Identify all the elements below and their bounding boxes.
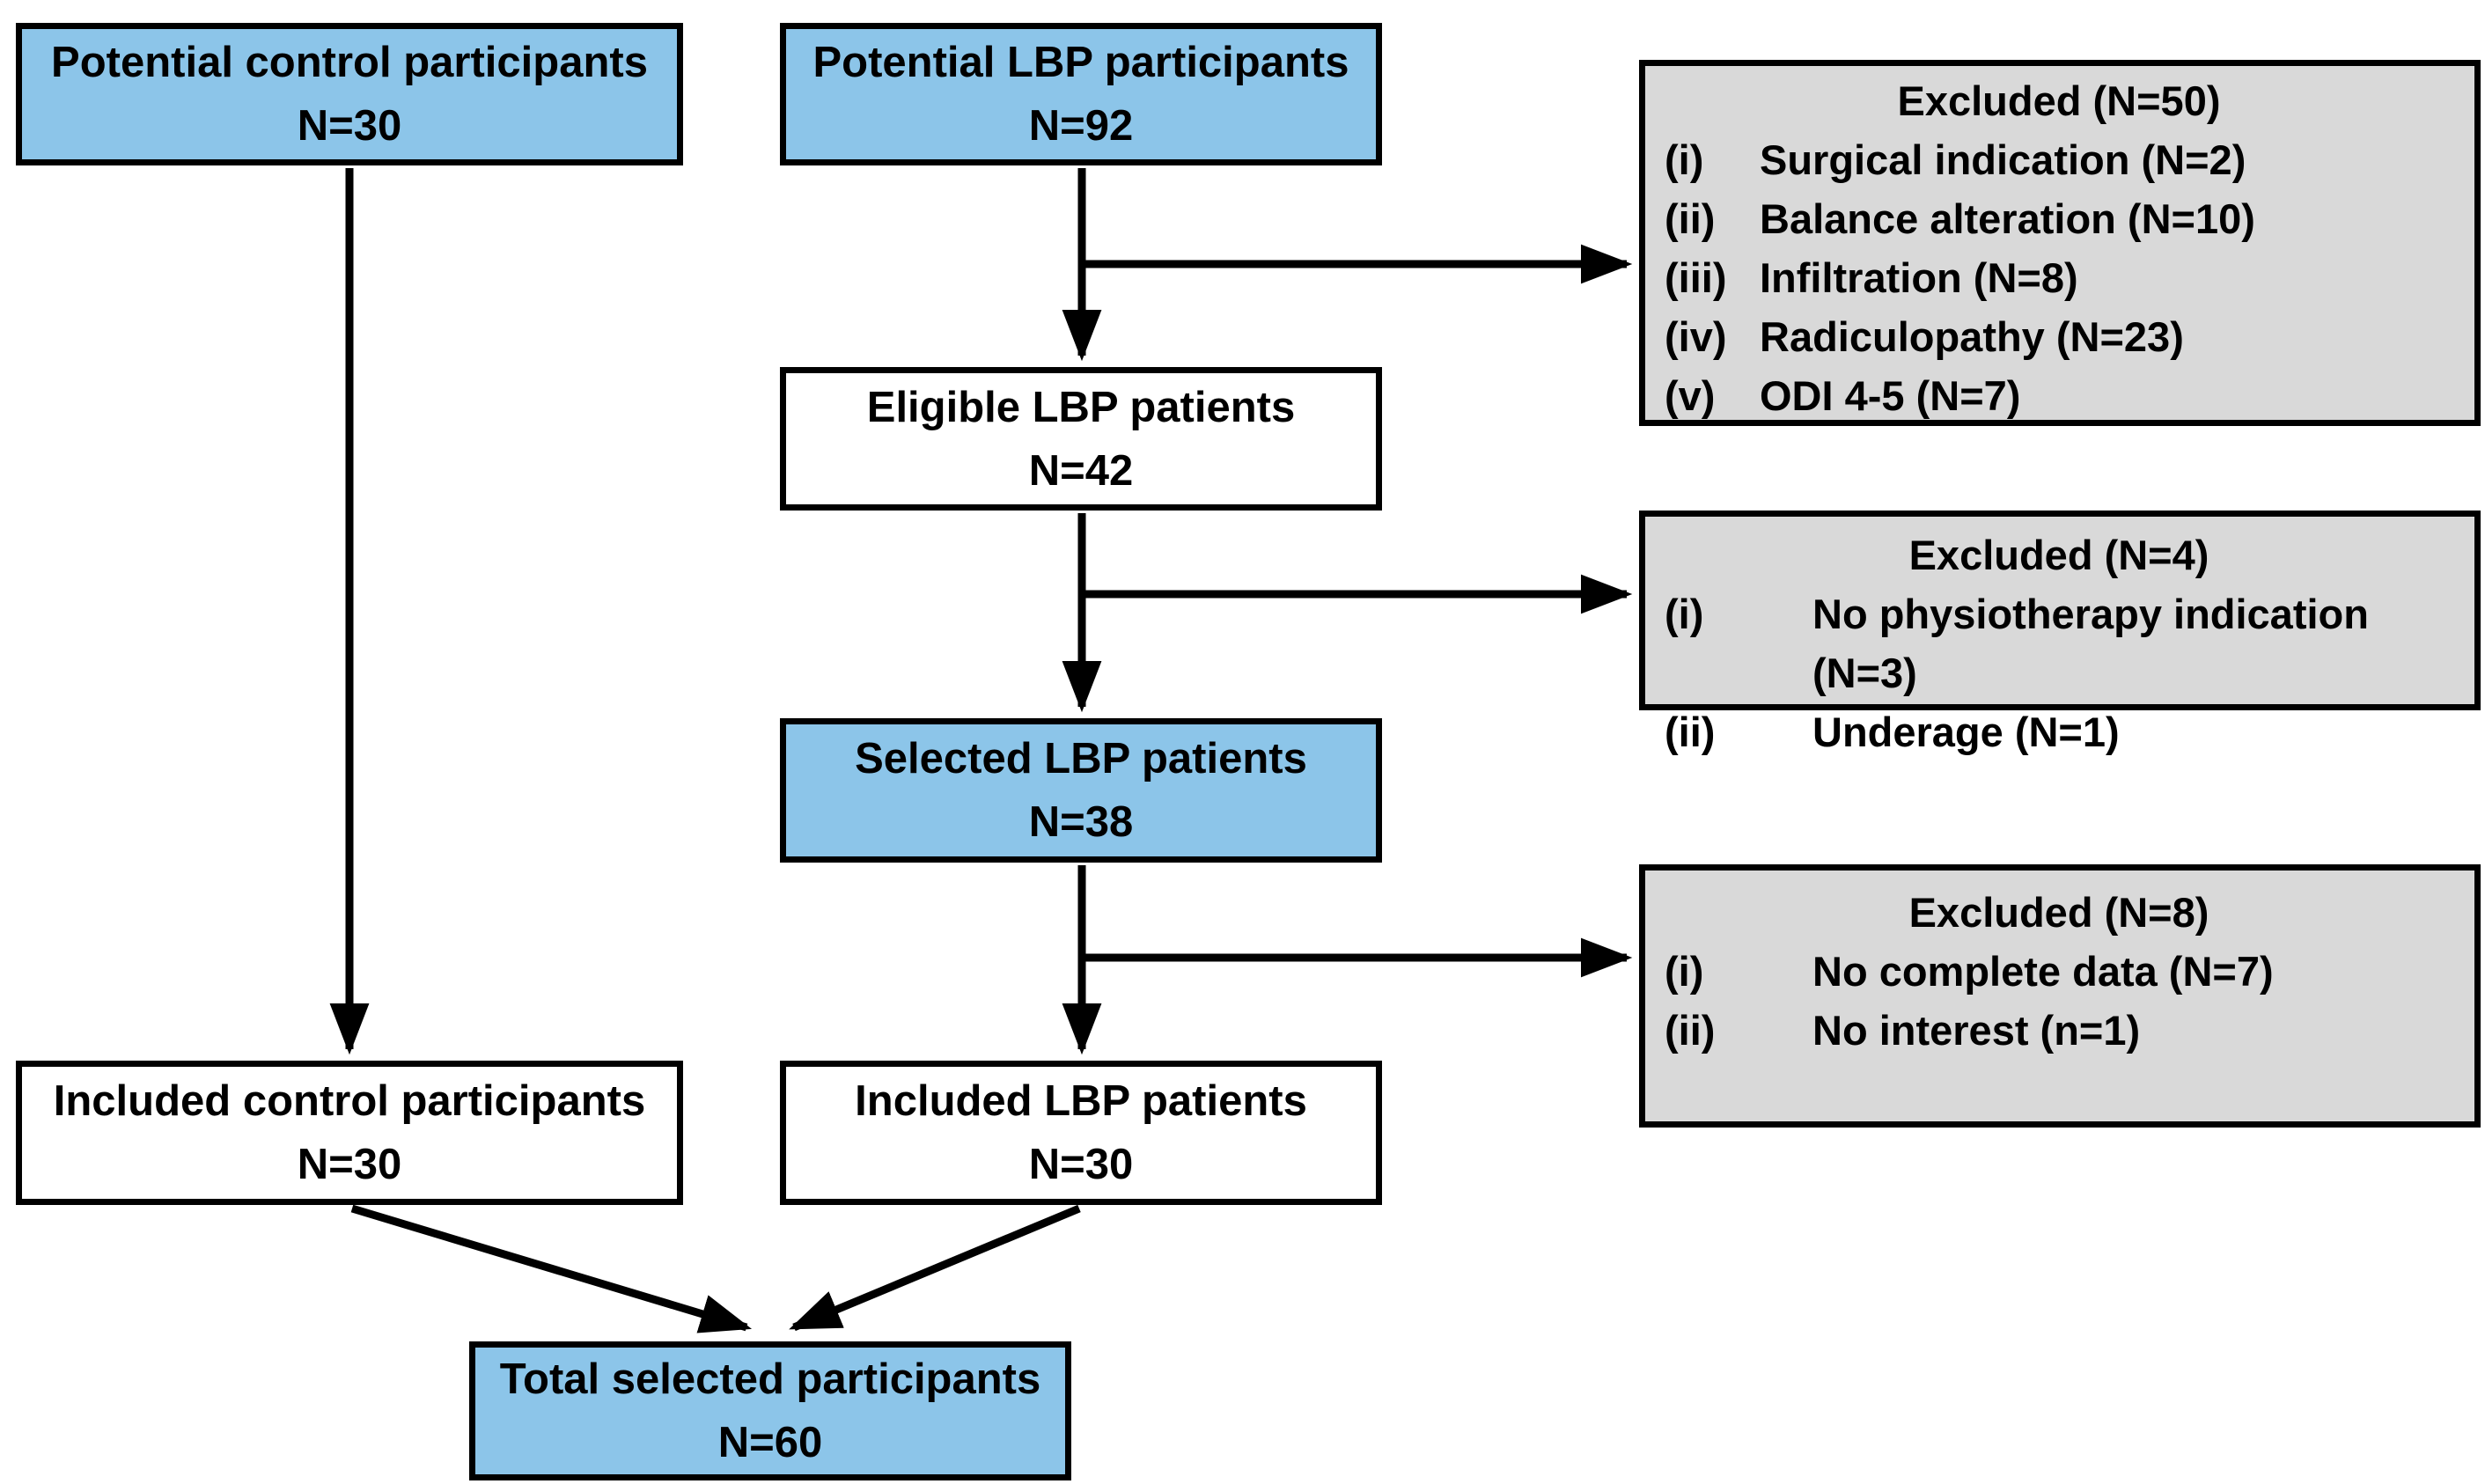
excluded-item: (ii) Underage (N=1) <box>1665 702 2453 761</box>
box-selected-lbp-patients: Selected LBP patients N=38 <box>780 718 1382 863</box>
box-label: Total selected participants <box>499 1355 1041 1403</box>
item-index: (ii) <box>1665 1007 1716 1054</box>
item-index: (v) <box>1665 372 1716 419</box>
excluded-item: (i) Surgical indication (N=2) <box>1665 130 2453 189</box>
box-label: Potential LBP participants <box>812 39 1349 86</box>
item-text: Infiltration (N=8) <box>1760 254 2078 301</box>
box-label: Selected LBP patients <box>855 735 1307 782</box>
excluded-item: (iii) Infiltration (N=8) <box>1665 248 2453 307</box>
arrow-lbp-to-total <box>789 1204 1081 1332</box>
item-text: ODI 4-5 (N=7) <box>1760 372 2021 419</box>
item-index: (iii) <box>1665 254 1727 301</box>
excluded-item: (i) No complete data (N=7) <box>1665 942 2453 1001</box>
box-included-lbp-patients: Included LBP patients N=30 <box>780 1061 1382 1205</box>
box-potential-lbp-participants: Potential LBP participants N=92 <box>780 23 1382 165</box>
excluded-item: (ii) Balance alteration (N=10) <box>1665 189 2453 248</box>
item-text: Balance alteration (N=10) <box>1760 195 2255 242</box>
arrow-control-to-total <box>350 1204 753 1333</box>
item-text: No interest (n=1) <box>1812 1007 2141 1054</box>
excluded-item: (i) No physiotherapy indication (N=3) <box>1665 584 2453 702</box>
item-index: (ii) <box>1665 195 1716 242</box>
item-index: (i) <box>1665 948 1704 995</box>
excluded-item: (iv) Radiculopathy (N=23) <box>1665 307 2453 366</box>
box-label: Potential control participants <box>51 39 648 86</box>
box-count: N=92 <box>1028 102 1134 150</box>
box-total-selected-participants: Total selected participants N=60 <box>469 1341 1071 1480</box>
item-index: (iv) <box>1665 313 1727 360</box>
excluded-title: Excluded (N=50) <box>1897 77 2221 124</box>
excluded-item: (v) ODI 4-5 (N=7) <box>1665 366 2453 425</box>
box-count: N=30 <box>297 102 402 150</box>
box-count: N=30 <box>1028 1141 1134 1188</box>
box-label: Included LBP patients <box>855 1077 1307 1125</box>
box-label: Included control participants <box>53 1077 646 1125</box>
box-potential-control-participants: Potential control participants N=30 <box>16 23 683 165</box>
item-text: Underage (N=1) <box>1812 709 2120 755</box>
box-excluded-first: Excluded (N=50) (i) Surgical indication (… <box>1639 60 2481 426</box>
box-count: N=60 <box>717 1419 823 1466</box>
excluded-item: (ii) No interest (n=1) <box>1665 1001 2453 1060</box>
item-index: (i) <box>1665 591 1704 637</box>
item-text: No physiotherapy indication (N=3) <box>1812 591 2369 696</box>
box-label: Eligible LBP patients <box>866 383 1296 431</box>
item-text: Surgical indication (N=2) <box>1760 136 2246 183</box>
box-count: N=30 <box>297 1141 402 1188</box>
item-text: Radiculopathy (N=23) <box>1760 313 2184 360</box>
item-text: No complete data (N=7) <box>1812 948 2274 995</box>
box-included-control-participants: Included control participants N=30 <box>16 1061 683 1205</box>
box-excluded-second: Excluded (N=4) (i) No physiotherapy indic… <box>1639 511 2481 755</box>
box-excluded-third: Excluded (N=8) (i) No complete data (N=7)… <box>1639 864 2481 1128</box>
item-index: (i) <box>1665 136 1704 183</box>
box-count: N=38 <box>1028 798 1134 846</box>
excluded-title: Excluded (N=4) <box>1908 532 2209 578</box>
excluded-title: Excluded (N=8) <box>1908 889 2209 936</box>
box-eligible-lbp-patients: Eligible LBP patients N=42 <box>780 367 1382 511</box>
item-index: (ii) <box>1665 709 1716 755</box>
box-count: N=42 <box>1028 446 1134 495</box>
